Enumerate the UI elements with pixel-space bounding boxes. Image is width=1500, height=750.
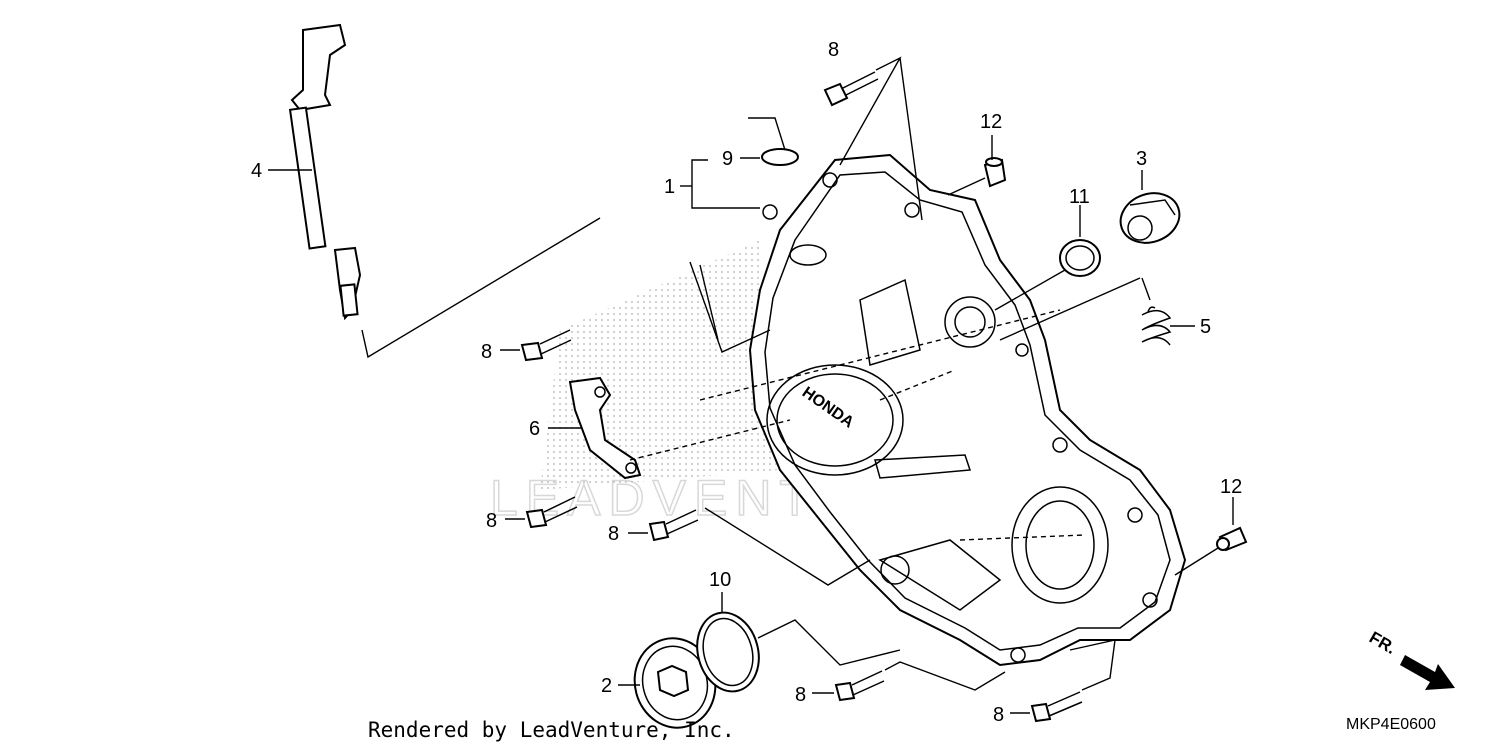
callout-2: 2 xyxy=(601,675,612,697)
dowel-pin-lower[interactable] xyxy=(1216,526,1248,552)
bolt-top[interactable] xyxy=(823,71,879,107)
callout-10: 10 xyxy=(709,569,731,591)
callout-6: 6 xyxy=(529,418,540,440)
callout-8-top: 8 xyxy=(828,39,839,61)
callout-8-center: 8 xyxy=(608,523,619,545)
footer-credit: Rendered by LeadVenture, Inc. xyxy=(368,718,735,742)
oring-large-part[interactable] xyxy=(689,606,768,699)
callout-3: 3 xyxy=(1136,148,1147,170)
callout-9: 9 xyxy=(722,148,733,170)
spring-part[interactable] xyxy=(1141,306,1172,346)
shift-rod-part[interactable] xyxy=(288,23,362,321)
callout-1: 1 xyxy=(664,176,675,198)
callout-8-bottom-left: 8 xyxy=(795,684,806,706)
clutch-cover[interactable]: HONDA xyxy=(748,153,1187,667)
leader-lines xyxy=(268,56,1234,714)
bolt-left-upper[interactable] xyxy=(520,329,572,362)
plug-part[interactable] xyxy=(761,148,799,166)
callout-4: 4 xyxy=(251,160,262,182)
stay-plate-part[interactable] xyxy=(568,376,642,480)
callout-11: 11 xyxy=(1069,186,1090,208)
bolt-bottom-right[interactable] xyxy=(1030,691,1083,723)
arrow-right-icon xyxy=(1400,655,1455,690)
callout-8-left-lower: 8 xyxy=(486,510,497,532)
front-orientation-arrow: FR. xyxy=(1366,628,1455,690)
bolt-center-lower[interactable] xyxy=(648,509,699,542)
callout-8-bottom-right: 8 xyxy=(993,704,1004,726)
bolt-left-lower[interactable] xyxy=(525,496,578,529)
oil-filler-cap-part[interactable] xyxy=(1114,185,1187,251)
callout-8-left-upper: 8 xyxy=(481,341,492,363)
callout-12-upper: 12 xyxy=(980,111,1002,133)
diagram-code: MKP4E0600 xyxy=(1346,716,1436,733)
callout-5: 5 xyxy=(1200,316,1211,338)
bolt-bottom-left[interactable] xyxy=(834,670,885,702)
orientation-label: FR. xyxy=(1366,628,1399,658)
callout-12-lower: 12 xyxy=(1220,476,1242,498)
dowel-pin-upper[interactable] xyxy=(983,157,1007,188)
